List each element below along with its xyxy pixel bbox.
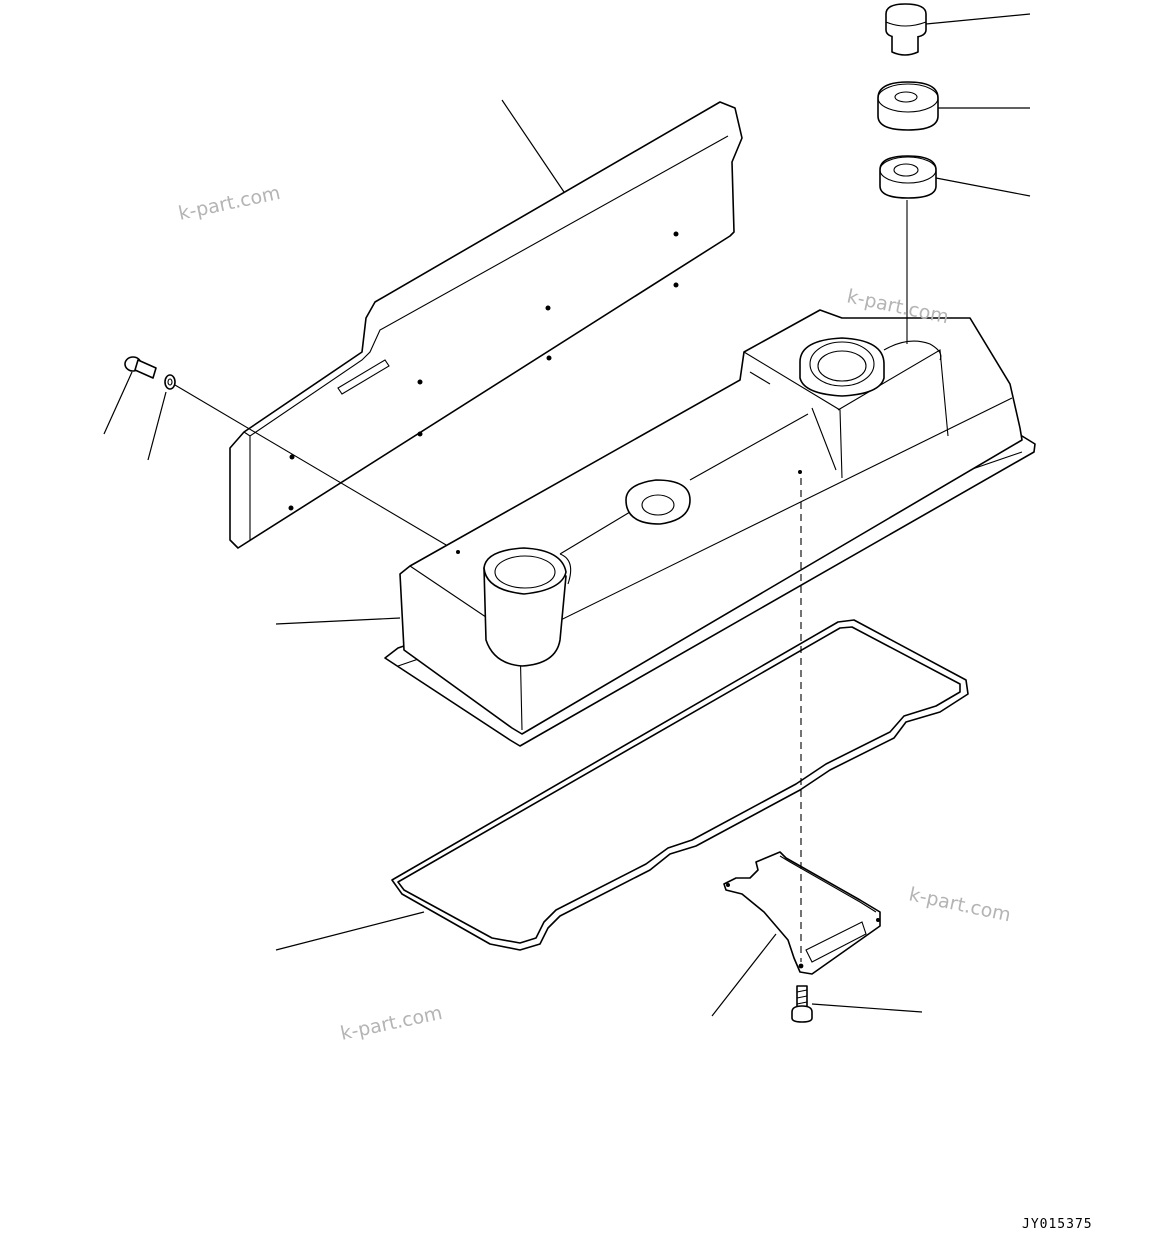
grommet-upper	[877, 81, 939, 131]
leader-head-cover	[275, 617, 401, 625]
bolt-left	[124, 356, 157, 379]
bracket-bolt	[791, 985, 813, 1023]
washer-left	[164, 374, 176, 390]
leader-bolt-left	[103, 371, 133, 435]
head-cover	[384, 309, 1036, 747]
cover-gasket	[391, 619, 969, 951]
watermark-4: k-part.com	[338, 1002, 444, 1045]
grommet-lower	[879, 155, 937, 199]
leader-cap-nut	[925, 13, 1031, 25]
leader-heat-shield	[501, 99, 565, 193]
leader-washer-left	[147, 391, 167, 461]
leader-lines	[103, 13, 1031, 1017]
heat-shield-plate	[229, 101, 743, 549]
leader-bracket	[711, 933, 777, 1017]
watermark-3: k-part.com	[907, 883, 1013, 926]
leader-bracket-bolt	[811, 1003, 923, 1013]
cap-nut-top	[885, 3, 927, 56]
watermark-1: k-part.com	[176, 182, 282, 225]
assembly-line-bolt	[174, 384, 459, 553]
leader-grommet-lower	[935, 177, 1031, 197]
leader-gasket	[275, 911, 425, 951]
bracket-plate	[723, 851, 881, 975]
drawing-code: JY015375	[1022, 1217, 1093, 1232]
